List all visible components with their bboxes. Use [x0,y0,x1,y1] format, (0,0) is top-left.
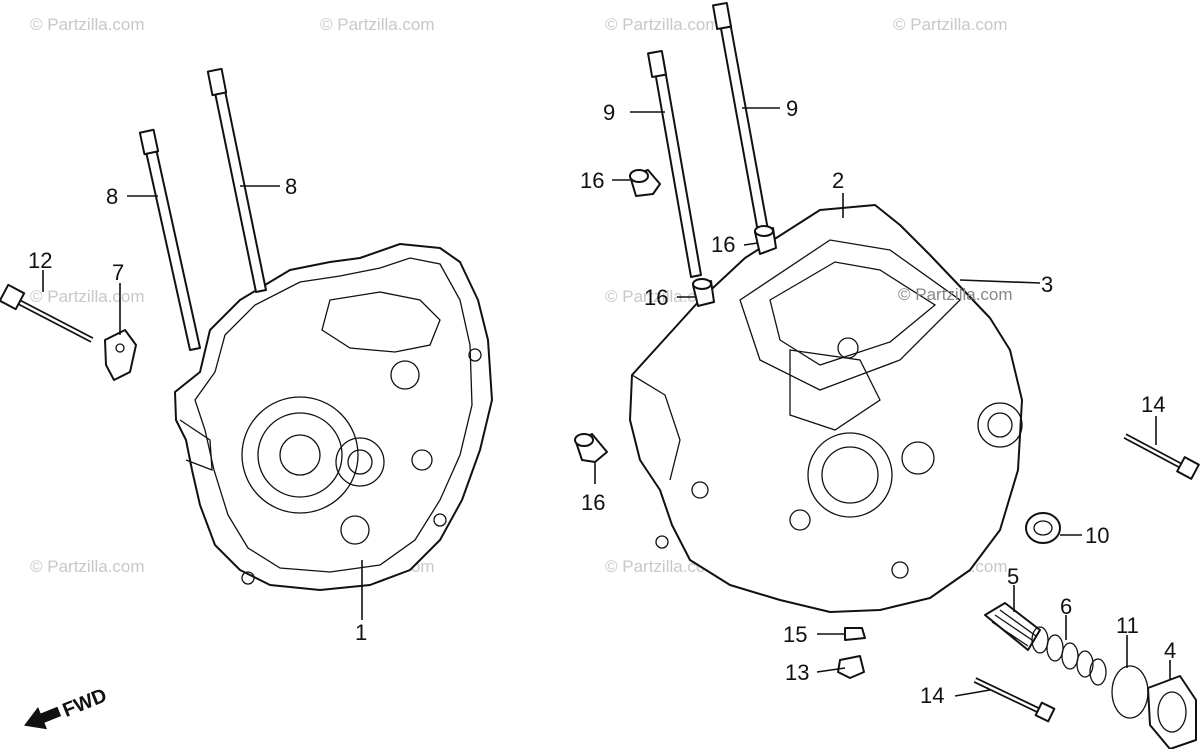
bolt-14-lower [973,677,1056,723]
callout-14-lower: 14 [920,683,944,708]
callout-14-upper: 14 [1141,392,1165,417]
watermark: © Partzilla.com [30,15,145,34]
callout-7: 7 [112,260,124,285]
callout-3: 3 [1041,272,1053,297]
left-stud-bolts [138,67,267,351]
callout-9-right: 9 [786,96,798,121]
callout-6: 6 [1060,594,1072,619]
dowel-pins [574,169,777,463]
callout-labels: 1 2 3 4 5 6 7 8 8 9 9 10 11 12 13 14 14 … [28,96,1176,708]
oil-filter-screen-5 [984,602,1041,651]
bolt-14-upper [1123,433,1200,480]
callout-2: 2 [832,168,844,193]
filter-cap-4 [1147,675,1197,749]
callout-9-left: 9 [603,100,615,125]
bolt-12 [0,283,94,343]
spring-6 [1031,626,1107,686]
watermark: © Partzilla.com [320,15,435,34]
fwd-label: FWD [60,684,110,721]
leader-lines [42,107,1171,697]
callout-4: 4 [1164,638,1176,663]
callout-12: 12 [28,248,52,273]
watermark: © Partzilla.com [893,15,1008,34]
left-crankcase [174,243,493,591]
right-stud-bolts [647,1,769,278]
callout-8-left: 8 [106,184,118,209]
callout-1: 1 [355,620,367,645]
oil-seal-10 [1025,512,1061,544]
callout-8-right: 8 [285,174,297,199]
callout-5: 5 [1007,564,1019,589]
callout-13: 13 [785,660,809,685]
bolt-13 [837,655,865,679]
callout-11: 11 [1116,613,1139,638]
watermark: © Partzilla.com [605,15,720,34]
callout-10: 10 [1085,523,1109,548]
callout-16-middle: 16 [644,285,668,310]
right-crankcase [629,204,1023,613]
o-ring-11 [1111,665,1149,719]
fwd-indicator: FWD [24,684,110,730]
arrow-left-icon [24,706,62,730]
callout-16-upper: 16 [711,232,735,257]
watermark: © Partzilla.com [30,287,145,306]
watermark: © Partzilla.com [605,287,720,306]
watermark: © Partzilla.com [30,557,145,576]
callout-16-lower: 16 [581,490,605,515]
callout-15: 15 [783,622,807,647]
watermark-overlay: © Partzilla.com [898,285,1013,304]
screw-15 [844,627,866,641]
bracket-7 [104,329,137,381]
callout-16-top: 16 [580,168,604,193]
